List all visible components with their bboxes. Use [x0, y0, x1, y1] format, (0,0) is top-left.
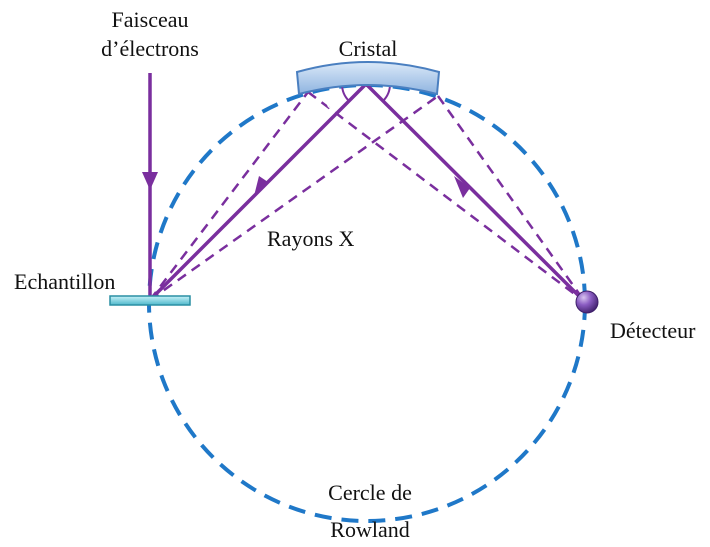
- dashed-ray-2: [149, 94, 439, 302]
- dashed-ray-4: [436, 95, 587, 303]
- sample-label: Echantillon: [14, 269, 115, 294]
- crystal-label: Cristal: [339, 36, 398, 61]
- beam-arrowhead: [142, 172, 158, 190]
- rowland-circle-label-line2: Rowland: [330, 517, 409, 542]
- sample: [109, 295, 191, 306]
- incoming-ray-arrowhead: [254, 176, 268, 196]
- theta-left-label: θ: [326, 92, 335, 112]
- dashed-ray-3: [307, 91, 586, 303]
- dashed-rays: [149, 91, 587, 303]
- detector: [575, 290, 599, 314]
- xray-path: [148, 82, 587, 304]
- detector-label: Détecteur: [610, 318, 696, 343]
- outgoing-ray-arrowhead: [454, 176, 470, 198]
- electron-beam: [142, 73, 158, 298]
- theta-right-label: θ: [398, 92, 407, 112]
- dashed-ray-1: [149, 91, 309, 301]
- xrays-label: Rayons X: [267, 226, 355, 251]
- electron-beam-label-line1: Faisceau: [112, 7, 189, 32]
- crystal: [295, 61, 441, 96]
- rowland-circle: [147, 83, 587, 523]
- electron-beam-label-line2: d’électrons: [101, 36, 199, 61]
- rowland-circle-label-line1: Cercle de: [328, 480, 412, 505]
